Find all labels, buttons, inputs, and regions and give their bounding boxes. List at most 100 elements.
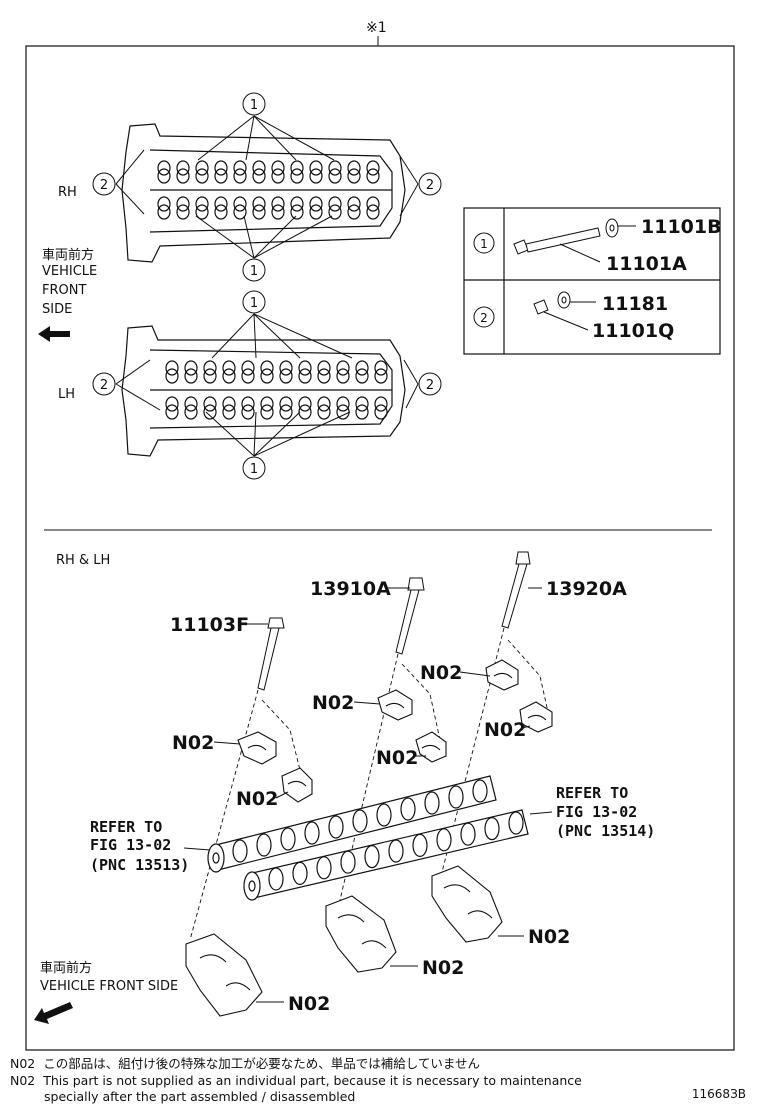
cam-lobe xyxy=(292,861,308,886)
bore-hole xyxy=(271,168,285,184)
cam-lobe xyxy=(364,844,380,869)
lh-label: LH xyxy=(58,387,75,402)
n02-label-8: N02 xyxy=(422,957,464,979)
bore-hole xyxy=(252,204,266,220)
svg-text:1: 1 xyxy=(250,296,258,311)
n02-label-7: N02 xyxy=(288,993,330,1015)
bore-hole xyxy=(165,396,179,412)
bore-hole xyxy=(374,360,388,376)
part-13910A: 13910A xyxy=(310,578,391,600)
bore-hole xyxy=(195,168,209,184)
bore-hole xyxy=(184,396,198,412)
cam-lobe xyxy=(400,797,416,821)
bore-hole xyxy=(203,396,217,412)
bore-hole xyxy=(290,168,304,184)
n02-label-6: N02 xyxy=(484,719,526,741)
refer-left-3: (PNC 13513) xyxy=(90,856,189,874)
bore-hole xyxy=(203,368,217,384)
note-en-1: N02 This part is not supplied as an indi… xyxy=(10,1073,582,1088)
legend-key-1: 1 xyxy=(473,232,495,254)
part-11103F: 11103F xyxy=(170,614,249,636)
bore-hole xyxy=(279,404,293,420)
n02-label-3: N02 xyxy=(312,692,354,714)
bore-hole xyxy=(165,368,179,384)
section-label-rh-lh: RH & LH xyxy=(56,553,110,568)
bore-hole xyxy=(355,404,369,420)
bore-hole xyxy=(374,368,388,384)
legend-key-2: 2 xyxy=(473,306,495,328)
front-en-bottom: VEHICLE FRONT SIDE xyxy=(40,979,178,994)
bore-hole xyxy=(317,396,331,412)
bore-hole xyxy=(347,196,361,212)
bore-hole xyxy=(195,196,209,212)
cam-lobe xyxy=(352,809,368,833)
bore-hole xyxy=(309,196,323,212)
bore-hole xyxy=(374,404,388,420)
bore-hole xyxy=(195,160,209,176)
bore-hole xyxy=(290,204,304,220)
nut-washer-icon xyxy=(533,291,571,315)
cam-lobe xyxy=(304,821,320,845)
bore-hole xyxy=(298,396,312,412)
bolt-washer-icon xyxy=(513,218,619,255)
cam-lobe xyxy=(460,822,476,846)
bore-hole xyxy=(260,368,274,384)
cam-lobe xyxy=(232,839,248,863)
callout-2-lh-left: 2 xyxy=(92,372,116,396)
cam-lobe xyxy=(436,828,452,852)
cam-lobe xyxy=(484,816,500,841)
svg-text:2: 2 xyxy=(100,378,108,393)
n02-label-1: N02 xyxy=(172,732,214,754)
bore-hole xyxy=(176,160,190,176)
cam-lobe xyxy=(340,850,356,874)
bore-hole xyxy=(157,196,171,212)
front-arrow-icon xyxy=(38,326,70,342)
cam-lobe xyxy=(508,811,524,835)
bore-hole xyxy=(366,204,380,220)
bore-hole xyxy=(355,396,369,412)
front-jp-top: 車両前方 xyxy=(42,247,94,263)
bore-hole xyxy=(290,160,304,176)
callout-1-lh-bottom: 1 xyxy=(242,456,266,480)
bore-hole xyxy=(233,160,247,176)
bore-hole xyxy=(317,368,331,384)
callout-1-lh-top: 1 xyxy=(242,290,266,314)
bore-hole xyxy=(184,368,198,384)
refer-left-1: REFER TO xyxy=(90,818,162,836)
bore-hole xyxy=(214,196,228,212)
part-11101A: 11101A xyxy=(606,253,687,275)
cam-lobe xyxy=(412,833,428,858)
bore-hole xyxy=(298,360,312,376)
cam-lobe xyxy=(256,833,272,857)
bore-hole xyxy=(222,360,236,376)
n02-label-4: N02 xyxy=(376,747,418,769)
svg-text:1: 1 xyxy=(250,462,258,477)
bore-hole xyxy=(279,396,293,412)
bore-hole xyxy=(271,196,285,212)
bore-hole xyxy=(309,168,323,184)
bore-hole xyxy=(328,160,342,176)
bore-hole xyxy=(184,404,198,420)
bore-hole xyxy=(165,404,179,420)
rh-label: RH xyxy=(58,185,77,200)
refer-right-1: REFER TO xyxy=(556,784,628,802)
bore-hole xyxy=(317,404,331,420)
front-en-top-1: VEHICLE xyxy=(42,264,97,279)
svg-text:2: 2 xyxy=(426,178,434,193)
bore-hole xyxy=(347,160,361,176)
bore-hole xyxy=(195,204,209,220)
bore-hole xyxy=(252,196,266,212)
bore-hole xyxy=(366,168,380,184)
front-en-top-3: SIDE xyxy=(42,302,72,317)
bore-hole xyxy=(271,160,285,176)
svg-text:1: 1 xyxy=(480,237,488,251)
bore-hole xyxy=(328,168,342,184)
bore-hole xyxy=(222,368,236,384)
front-arrow-bottom-icon xyxy=(34,1002,73,1024)
bore-hole xyxy=(347,168,361,184)
bore-hole xyxy=(203,360,217,376)
refer-left-2: FIG 13-02 xyxy=(90,836,171,854)
refer-right-3: (PNC 13514) xyxy=(556,822,655,840)
bore-hole xyxy=(222,404,236,420)
bore-hole xyxy=(233,168,247,184)
